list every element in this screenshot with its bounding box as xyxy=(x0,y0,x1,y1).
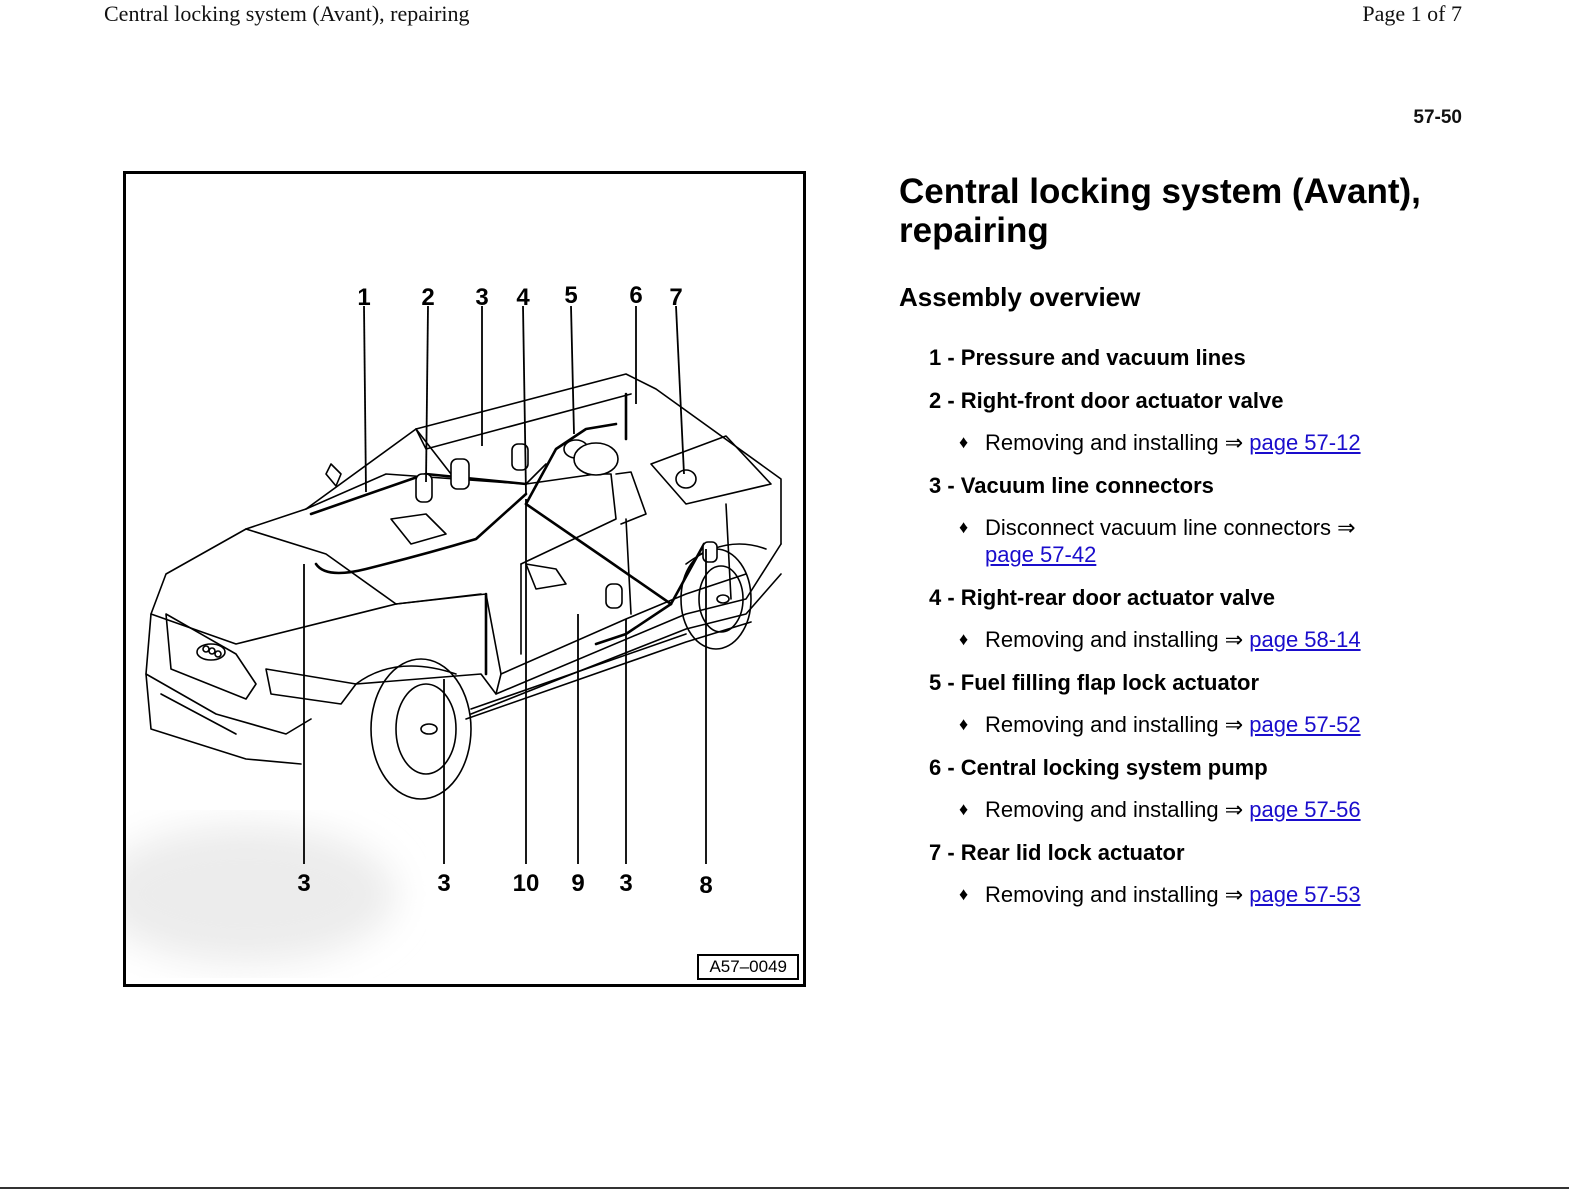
callout-label: 3 xyxy=(297,870,310,897)
diamond-bullet-icon: ♦ xyxy=(959,884,969,904)
assembly-list: 1 - Pressure and vacuum lines 2 - Right-… xyxy=(899,344,1499,908)
callout-label: 3 xyxy=(437,870,450,897)
callout-label: 8 xyxy=(699,872,712,899)
item-heading: 2 - Right-front door actuator valve xyxy=(929,388,1284,413)
components xyxy=(415,439,718,609)
section-subtitle: Assembly overview xyxy=(899,282,1141,312)
page-link[interactable]: page 57-52 xyxy=(1249,712,1361,737)
page-bottom-divider xyxy=(0,1187,1569,1189)
background-smudge xyxy=(126,824,396,964)
connector-icon xyxy=(450,458,470,490)
callout-label: 2 xyxy=(421,284,434,311)
item-heading: 5 - Fuel filling flap lock actuator xyxy=(929,670,1260,695)
diamond-bullet-icon: ♦ xyxy=(959,629,969,649)
bullet-text: Removing and installing ⇒ xyxy=(985,797,1244,822)
content-column: Central locking system (Avant), repairin… xyxy=(899,172,1499,924)
rear-lid-actuator-icon xyxy=(675,469,697,489)
item-bullet: ♦ Removing and installing ⇒ page 57-53 xyxy=(929,881,1405,908)
callout-label: 4 xyxy=(516,284,530,311)
list-item: 5 - Fuel filling flap lock actuator ♦ Re… xyxy=(929,669,1499,738)
item-bullet: ♦ Removing and installing ⇒ page 57-12 xyxy=(929,429,1405,456)
callout-label: 1 xyxy=(357,284,370,311)
callout-label: 10 xyxy=(513,870,540,897)
list-item: 7 - Rear lid lock actuator ♦ Removing an… xyxy=(929,839,1499,908)
list-item: 6 - Central locking system pump ♦ Removi… xyxy=(929,754,1499,823)
diamond-bullet-icon: ♦ xyxy=(959,799,969,819)
callout-label: 7 xyxy=(669,284,682,311)
bullet-text: Removing and installing ⇒ xyxy=(985,430,1244,455)
header-document-title: Central locking system (Avant), repairin… xyxy=(104,1,470,26)
page-link[interactable]: page 57-56 xyxy=(1249,797,1361,822)
car-line-drawing: 1 2 3 4 5 6 7 3 3 10 9 3 8 xyxy=(126,282,782,964)
callout-label: 3 xyxy=(475,284,488,311)
page-title: Central locking system (Avant), repairin… xyxy=(899,172,1421,250)
item-heading: 4 - Right-rear door actuator valve xyxy=(929,585,1275,610)
figure-code: A57–0049 xyxy=(697,954,799,980)
bullet-text: Removing and installing ⇒ xyxy=(985,712,1244,737)
page-link[interactable]: page 57-42 xyxy=(985,542,1097,567)
callout-label: 5 xyxy=(564,282,577,309)
item-bullet: ♦ Disconnect vacuum line connectors ⇒ pa… xyxy=(929,514,1405,568)
item-heading: 6 - Central locking system pump xyxy=(929,755,1268,780)
item-heading: 3 - Vacuum line connectors xyxy=(929,473,1214,498)
right-rear-valve-icon xyxy=(511,443,529,471)
section-number: 57-50 xyxy=(1413,107,1462,128)
rear-door-valve-icon xyxy=(605,583,623,609)
list-item: 3 - Vacuum line connectors ♦ Disconnect … xyxy=(929,472,1499,568)
assembly-diagram: 1 2 3 4 5 6 7 3 3 10 9 3 8 A57–0049 xyxy=(123,171,806,987)
item-bullet: ♦ Removing and installing ⇒ page 58-14 xyxy=(929,626,1405,653)
item-bullet: ♦ Removing and installing ⇒ page 57-52 xyxy=(929,711,1405,738)
header-page-indicator: Page 1 of 7 xyxy=(1362,1,1462,26)
diamond-bullet-icon: ♦ xyxy=(959,714,969,734)
leader-lines xyxy=(303,305,707,864)
bullet-text: Removing and installing ⇒ xyxy=(985,627,1244,652)
callout-label: 3 xyxy=(619,870,632,897)
list-item: 1 - Pressure and vacuum lines xyxy=(929,344,1499,371)
diamond-bullet-icon: ♦ xyxy=(959,432,969,452)
pump-icon xyxy=(573,442,619,476)
bullet-text: Disconnect vacuum line connectors ⇒ xyxy=(985,515,1356,540)
page-link[interactable]: page 57-12 xyxy=(1249,430,1361,455)
page-link[interactable]: page 58-14 xyxy=(1249,627,1361,652)
page-link[interactable]: page 57-53 xyxy=(1249,882,1361,907)
item-heading: 7 - Rear lid lock actuator xyxy=(929,840,1185,865)
bullet-text: Removing and installing ⇒ xyxy=(985,882,1244,907)
list-item: 2 - Right-front door actuator valve ♦ Re… xyxy=(929,387,1499,456)
bottom-callouts: 3 3 10 9 3 8 xyxy=(297,870,712,899)
item-bullet: ♦ Removing and installing ⇒ page 57-56 xyxy=(929,796,1405,823)
callout-label: 9 xyxy=(571,870,584,897)
diamond-bullet-icon: ♦ xyxy=(959,517,969,537)
right-front-valve-icon xyxy=(415,473,433,503)
list-item: 4 - Right-rear door actuator valve ♦ Rem… xyxy=(929,584,1499,653)
car-body xyxy=(145,373,782,800)
callout-label: 6 xyxy=(629,282,642,309)
top-callouts: 1 2 3 4 5 6 7 xyxy=(357,282,682,311)
item-heading: 1 - Pressure and vacuum lines xyxy=(929,345,1246,370)
